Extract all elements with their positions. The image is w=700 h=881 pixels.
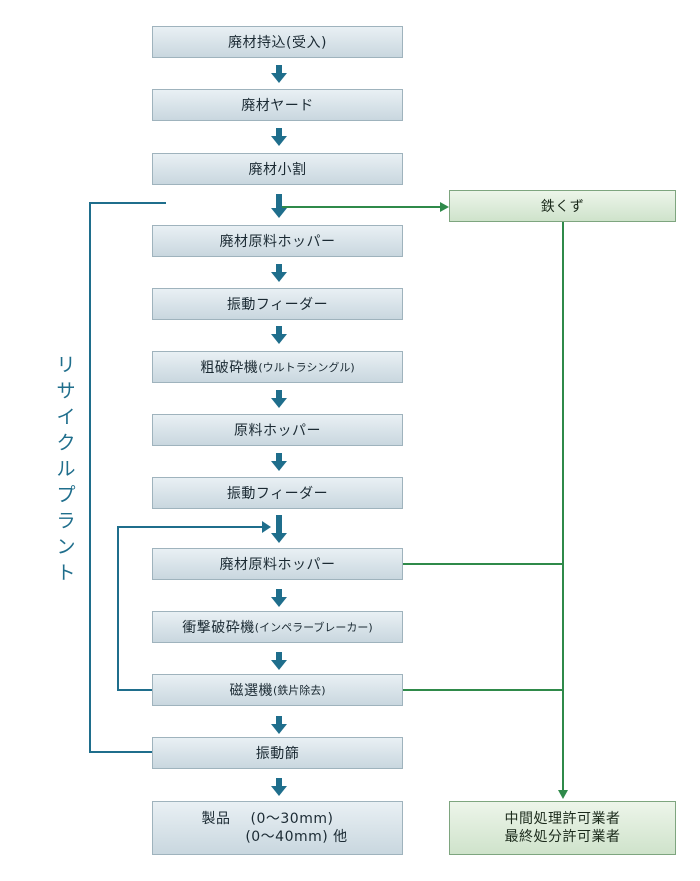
step-label: 廃材ヤード: [241, 98, 314, 114]
arrow-down-6: [271, 390, 287, 408]
iron-branch-arrowhead: [440, 202, 449, 212]
step-label: 廃材原料ホッパー: [219, 234, 336, 250]
step-shindou-feeder-2: 振動フィーダー: [152, 477, 403, 509]
recycle-label-char: ク: [56, 432, 76, 454]
step-sublabel: (鉄片除去): [272, 684, 326, 697]
step-jisenki: 磁選機(鉄片除去): [152, 674, 403, 706]
iron-scrap-label: 鉄くず: [540, 199, 585, 215]
recycle-outer-loop: [89, 202, 166, 753]
recycle-label-char: ル: [56, 458, 76, 480]
step-label: 振動フィーダー: [226, 486, 329, 502]
step-genryou-hopper: 原料ホッパー: [152, 414, 403, 446]
recycle-label-char: イ: [56, 406, 76, 428]
step-seihin: 製品 (0～30mm) (0～40mm) 他: [152, 801, 403, 855]
product-size-1: (0～30mm): [250, 811, 334, 827]
step-haizai-mochikomi: 廃材持込(受入): [152, 26, 403, 58]
step-label: 廃材持込(受入): [228, 35, 327, 51]
step-haizai-genryou-hopper-2: 廃材原料ホッパー: [152, 548, 403, 580]
recycle-inner-arrowhead: [262, 521, 271, 533]
step-label: 粗破砕機: [200, 360, 259, 376]
arrow-down-2: [271, 128, 287, 146]
step-haizai-genryou-hopper-1: 廃材原料ホッパー: [152, 225, 403, 257]
step-sublabel: (ウルトラシングル): [258, 361, 355, 374]
recycle-label-char: ン: [56, 536, 76, 558]
arrow-down-4: [271, 264, 287, 282]
arrow-down-8: [271, 515, 287, 543]
recycle-plant-label: リサイクルプラント: [54, 352, 78, 586]
step-sublabel: (インペラーブレーカー): [254, 621, 373, 634]
step-label: 振動篩: [255, 746, 300, 762]
step-label: 廃材原料ホッパー: [219, 557, 336, 573]
recycle-label-char: ト: [56, 562, 76, 584]
arrow-down-3: [271, 194, 287, 218]
arrow-down-9: [271, 589, 287, 607]
step-label: 振動フィーダー: [226, 297, 329, 313]
step-haizai-kowari: 廃材小割: [152, 153, 403, 185]
step-label: 原料ホッパー: [234, 423, 321, 439]
step-shougeki-saiki: 衝撃破砕機(インペラーブレーカー): [152, 611, 403, 643]
product-label: 製品: [201, 811, 231, 827]
recycle-label-char: プ: [56, 484, 76, 506]
recycle-inner-loop: [117, 526, 262, 691]
step-haizai-yard: 廃材ヤード: [152, 89, 403, 121]
recycle-label-char: ラ: [56, 510, 76, 532]
arrow-down-7: [271, 453, 287, 471]
product-line-2: (0～40mm) 他: [245, 829, 348, 845]
iron-down-arrowhead: [558, 790, 568, 799]
arrow-down-10: [271, 652, 287, 670]
down-arrows: [271, 65, 287, 796]
step-shindou-feeder-1: 振動フィーダー: [152, 288, 403, 320]
licensed-contractor-box: 中間処理許可業者 最終処分許可業者: [449, 801, 676, 855]
step-label: 衝撃破砕機: [182, 620, 255, 636]
recycle-label-char: サ: [56, 380, 76, 402]
step-shindou-furui: 振動篩: [152, 737, 403, 769]
contractor-line-1: 中間処理許可業者: [504, 811, 621, 827]
step-label: 廃材小割: [248, 162, 307, 178]
arrow-down-1: [271, 65, 287, 83]
arrow-down-5: [271, 326, 287, 344]
iron-scrap-box: 鉄くず: [449, 190, 676, 222]
step-soha-saiki: 粗破砕機(ウルトラシングル): [152, 351, 403, 383]
step-label: 磁選機: [229, 683, 273, 699]
arrow-down-12: [271, 778, 287, 796]
arrow-down-11: [271, 716, 287, 734]
recycle-label-char: リ: [56, 354, 76, 376]
product-line-1: 製品 (0～30mm): [202, 810, 354, 828]
contractor-line-2: 最終処分許可業者: [504, 829, 621, 845]
